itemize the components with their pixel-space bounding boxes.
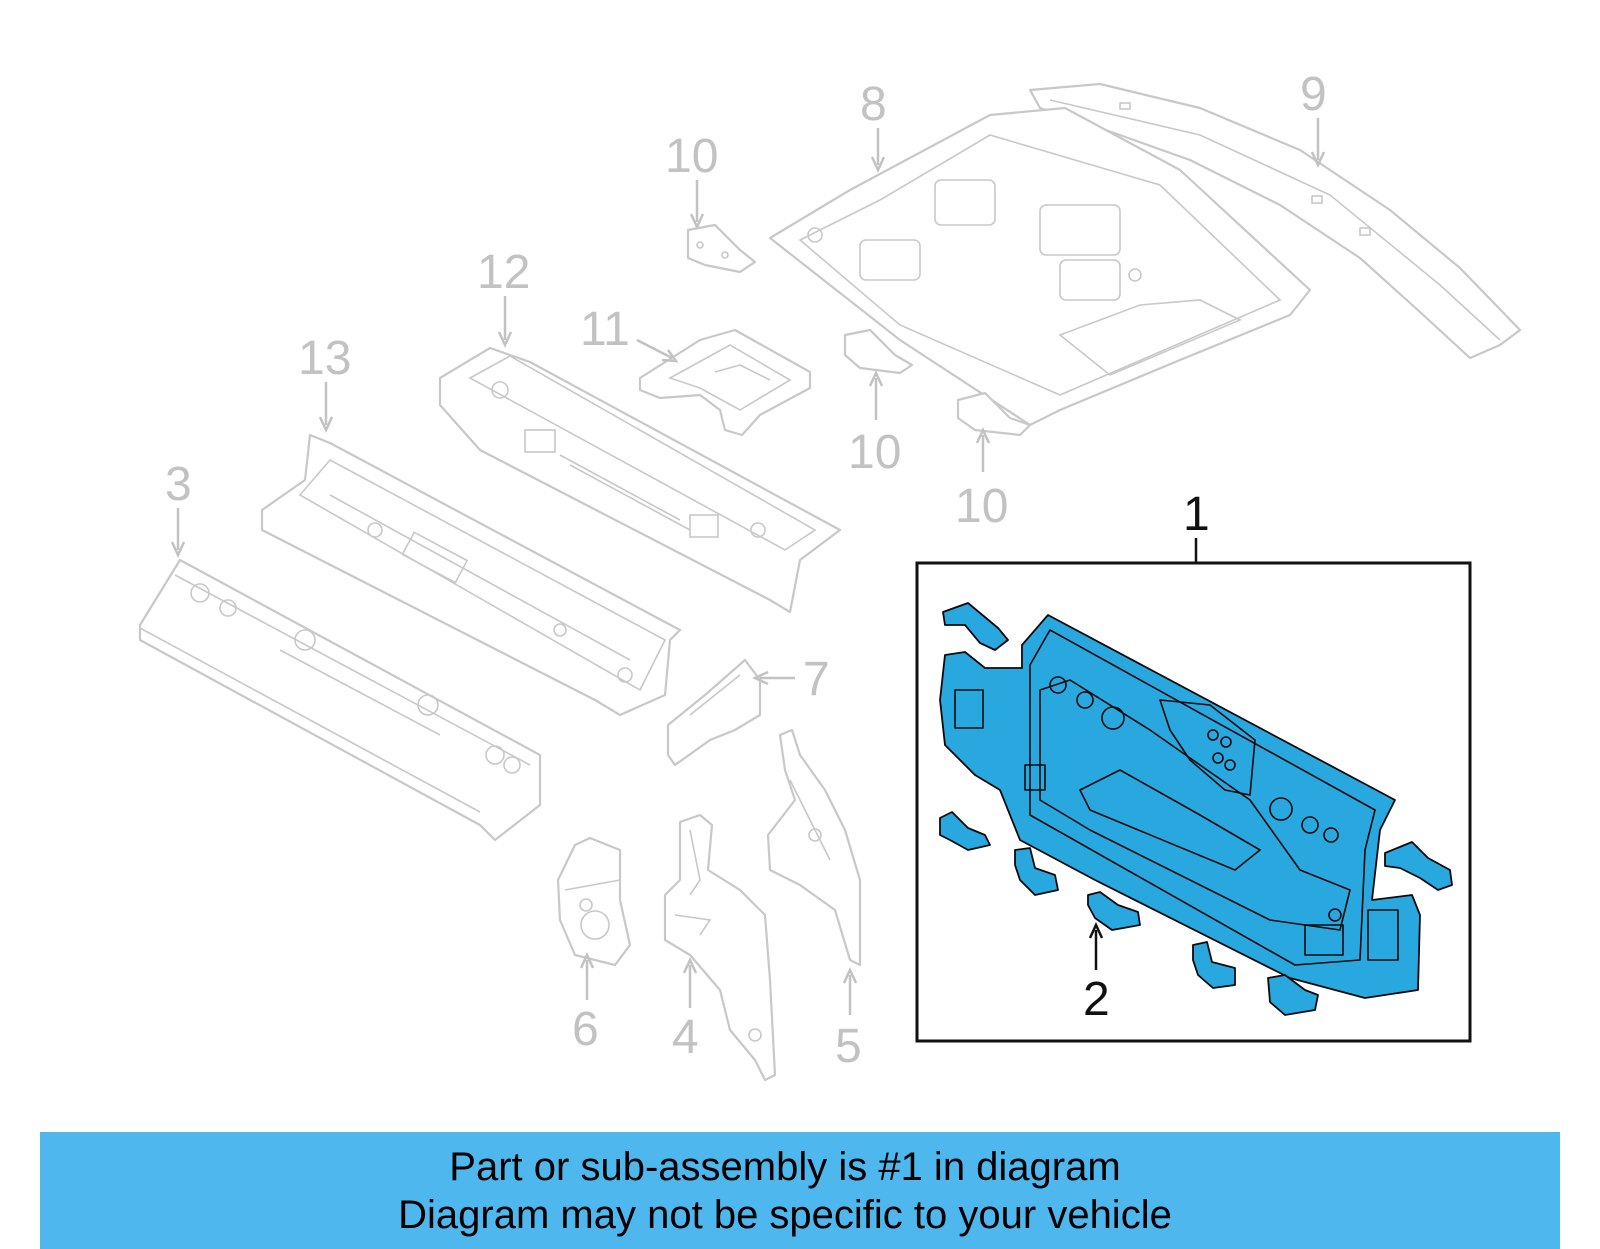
part-4-panel xyxy=(663,813,777,1082)
part-9-rail xyxy=(1028,82,1522,360)
part-10-bracket-mid xyxy=(843,328,914,375)
part-2-bracket-f xyxy=(1267,974,1319,1016)
part-2-bracket-e xyxy=(1192,941,1236,989)
part-13-crossmember xyxy=(260,433,682,717)
callout-10-top: 10 xyxy=(665,130,718,183)
callout-11: 11 xyxy=(580,303,630,356)
part-5-panel xyxy=(766,728,862,967)
callout-7: 7 xyxy=(803,653,830,706)
part-2-bracket-b xyxy=(939,811,991,851)
part-3-crossmember xyxy=(138,558,542,842)
callout-5: 5 xyxy=(835,1020,862,1073)
part-2-bracket-c xyxy=(1014,847,1059,896)
part-1-frame xyxy=(915,561,1472,1043)
callout-2: 2 xyxy=(1083,973,1110,1026)
callout-4: 4 xyxy=(672,1011,699,1064)
part-1-rear-panel xyxy=(939,614,1421,999)
info-banner: Part or sub-assembly is #1 in diagram Di… xyxy=(40,1132,1560,1249)
part-10-bracket-top xyxy=(686,223,757,274)
banner-line-1: Part or sub-assembly is #1 in diagram xyxy=(449,1144,1121,1189)
part-2-bracket-a xyxy=(942,602,1009,651)
callout-3: 3 xyxy=(165,458,192,511)
part-6-bracket xyxy=(556,836,632,967)
part-10-bracket-low xyxy=(956,391,1032,437)
part-8-package-tray xyxy=(768,106,1312,427)
part-2-bracket-g xyxy=(1384,841,1453,891)
part-11-bracket xyxy=(638,328,812,437)
callout-10-low: 10 xyxy=(955,480,1008,533)
callout-1: 1 xyxy=(1183,488,1210,541)
callout-9: 9 xyxy=(1300,68,1327,121)
callout-8: 8 xyxy=(860,78,887,131)
banner-line-2: Diagram may not be specific to your vehi… xyxy=(398,1192,1172,1237)
part-7-brace xyxy=(666,658,762,767)
part-12-crossmember xyxy=(438,346,842,614)
callout-13: 13 xyxy=(298,332,351,385)
callout-6: 6 xyxy=(572,1003,599,1056)
callout-12: 12 xyxy=(477,246,530,299)
part-2-bracket-d xyxy=(1087,891,1141,931)
callout-10-mid: 10 xyxy=(848,426,901,479)
